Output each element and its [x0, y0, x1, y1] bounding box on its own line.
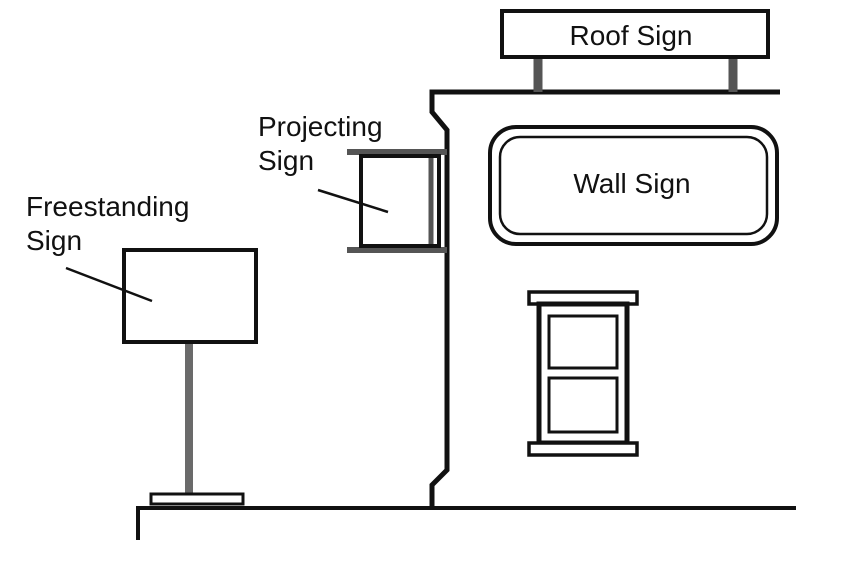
freestanding-sign-label-line2: Sign — [26, 225, 82, 256]
ground-line — [136, 506, 796, 540]
building-window — [527, 290, 639, 457]
projecting-sign-label-line2: Sign — [258, 145, 314, 176]
wall-sign-outer — [488, 125, 779, 246]
freestanding-sign: Freestanding Sign — [26, 191, 258, 506]
projecting-sign-label-line1: Projecting — [258, 111, 383, 142]
roof-sign: Roof Sign — [500, 9, 770, 92]
wall-sign-inner — [498, 135, 769, 236]
projecting-sign-leader — [317, 188, 389, 214]
window-pane-bottom — [547, 376, 619, 434]
window-sill — [527, 441, 639, 457]
roof-sign-label: Roof Sign — [570, 20, 693, 51]
wall-sign-label: Wall Sign — [573, 168, 690, 199]
building-wall — [429, 89, 780, 508]
projecting-sign: Projecting Sign — [258, 111, 447, 253]
window-pane-top — [547, 314, 619, 370]
roof-sign-panel — [500, 9, 770, 59]
freestanding-sign-panel — [122, 248, 258, 344]
freestanding-sign-label-line1: Freestanding — [26, 191, 189, 222]
freestanding-sign-base — [149, 492, 245, 506]
wall-sign: Wall Sign — [488, 125, 779, 246]
projecting-sign-panel — [359, 154, 441, 248]
freestanding-sign-leader — [65, 266, 153, 303]
